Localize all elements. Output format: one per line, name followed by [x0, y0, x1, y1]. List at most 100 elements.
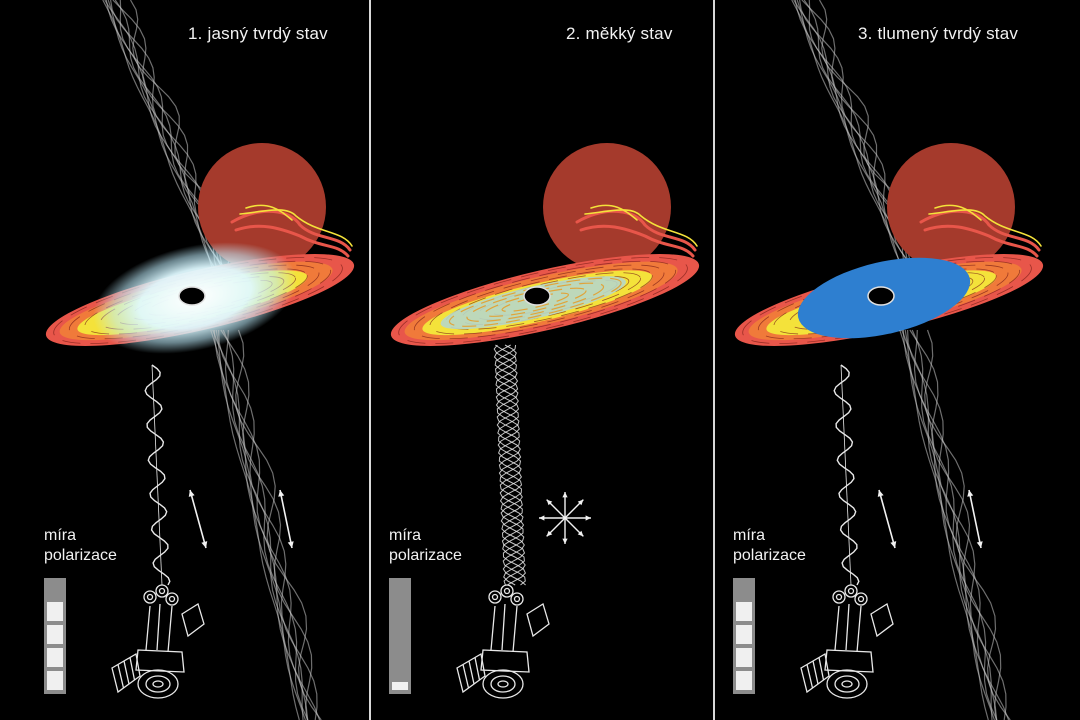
ixpe-telescope	[111, 584, 205, 699]
disk-swirl	[820, 276, 974, 321]
arrow-head	[577, 499, 584, 506]
arrow-shaft	[878, 489, 896, 549]
mirror-core	[857, 595, 865, 603]
arrow-head	[546, 530, 553, 537]
stream-strand	[590, 204, 638, 221]
jet-strand	[924, 329, 1011, 720]
arrow-head	[577, 530, 584, 537]
meter-cell-empty	[392, 682, 408, 690]
jet-strand	[224, 329, 321, 720]
detector-inner	[834, 675, 860, 693]
jet-strand	[909, 329, 1002, 720]
panel-3-polarization-label: míra polarizace	[733, 526, 806, 566]
arrow-shaft	[189, 489, 207, 549]
disk-swirl	[757, 260, 1021, 340]
panel-line	[123, 660, 130, 685]
jet-strand	[220, 329, 313, 720]
mirror-core	[491, 593, 499, 601]
panel-3-scene	[734, 0, 1044, 720]
mirror-core	[168, 595, 176, 603]
beam-axis	[840, 364, 852, 586]
arrow-head	[976, 541, 983, 548]
stream-strand	[923, 224, 1039, 258]
jet-strand	[107, 0, 228, 291]
companion-star	[543, 143, 671, 271]
solar-panel	[181, 602, 205, 638]
polarization-label-line-1: míra	[44, 527, 76, 544]
jet-strand	[808, 0, 932, 291]
arrow-head	[201, 541, 208, 548]
panel-2-title: 2. měkký stav	[566, 24, 673, 43]
polarized-wave	[833, 364, 860, 586]
relativistic-jet	[899, 329, 1011, 720]
arrow-shaft	[279, 489, 293, 549]
stream-strand	[245, 204, 293, 221]
disk-swirl	[476, 276, 630, 321]
solar-panel	[111, 652, 141, 694]
jet-strand	[212, 329, 304, 720]
jet-strand	[235, 329, 322, 720]
disk-swirl	[501, 292, 570, 312]
telescope-boom	[490, 603, 518, 653]
jet-strand	[911, 329, 998, 720]
disk-swirl	[789, 268, 997, 330]
arrow-head	[562, 538, 568, 544]
detector-inner	[145, 675, 171, 693]
telescope-boom	[834, 603, 862, 653]
ixpe-telescope	[800, 584, 894, 699]
mirror-module	[832, 590, 846, 604]
panel-3-title: 3. tlumený tvrdý stav	[858, 24, 1019, 43]
panel-1-scene	[45, 0, 355, 720]
mirror-module	[143, 590, 157, 604]
mirror-core	[503, 587, 511, 595]
panel-3-polarization-meter	[733, 578, 755, 694]
jet-strand	[901, 329, 993, 720]
jet-strand	[215, 329, 306, 720]
light-beam	[493, 344, 526, 586]
stream-strand	[234, 224, 350, 258]
ixpe-telescope	[456, 584, 550, 699]
unpolarized-wave	[494, 344, 526, 586]
mirror-core	[146, 593, 154, 601]
black-hole	[867, 286, 895, 306]
meter-cell-empty	[736, 602, 752, 621]
detector-inner	[490, 675, 516, 693]
panel-line	[474, 657, 481, 681]
jet-strand	[119, 0, 243, 291]
panel-line	[462, 664, 470, 689]
stream-strand	[928, 209, 1042, 247]
unpolarized-wave	[493, 344, 526, 586]
unpolarized-wave	[493, 344, 526, 586]
jet-strand	[222, 329, 309, 720]
meter-cell-empty	[736, 625, 752, 644]
panel-1-polarization-meter	[44, 578, 66, 694]
disk-swirl	[413, 260, 677, 340]
mirror-core	[847, 587, 855, 595]
beam-axis	[151, 364, 163, 586]
panel-line	[818, 657, 825, 681]
relativistic-jet	[102, 0, 244, 291]
arrow-head	[585, 515, 591, 521]
detector-core	[152, 680, 164, 688]
arrow-shaft	[968, 489, 982, 549]
stream-strand	[239, 209, 353, 247]
polarization-label-line-2: polarizace	[389, 547, 462, 564]
jet-strand	[796, 0, 917, 291]
jet-strand	[904, 329, 995, 720]
panel-divider-1	[369, 0, 371, 720]
stream-strand	[584, 209, 698, 247]
polarization-arrow	[877, 489, 897, 549]
unpolarized-arrows	[539, 492, 591, 544]
polarization-label-line-2: polarizace	[733, 547, 806, 564]
arrow-head	[278, 490, 285, 497]
accretion-stream	[919, 204, 1042, 258]
companion-star	[887, 143, 1015, 271]
mirror-module	[500, 584, 514, 598]
solar-panel	[870, 602, 894, 638]
panel-divider-2	[713, 0, 715, 720]
stream-strand	[579, 224, 695, 258]
meter-cell-empty	[47, 625, 63, 644]
relativistic-jet	[210, 329, 322, 720]
